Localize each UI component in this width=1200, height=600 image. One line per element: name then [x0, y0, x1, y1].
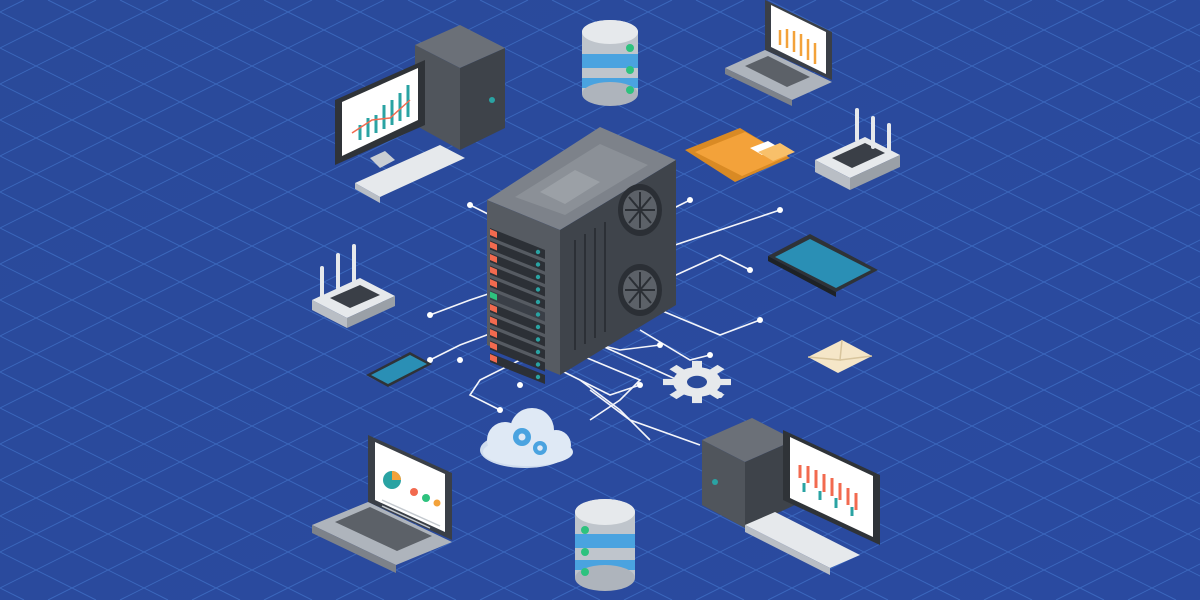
wifi-router-icon [312, 244, 395, 328]
database-icon [582, 20, 638, 106]
laptop-icon [312, 435, 452, 573]
desktop-computer-icon [702, 418, 880, 575]
fan-lower [618, 264, 662, 316]
connector-nodes [427, 197, 783, 413]
database-icon [575, 499, 635, 591]
wifi-router-icon [815, 108, 900, 190]
bar-chart-icon [358, 85, 410, 140]
fan-upper [618, 184, 662, 236]
envelope-icon [807, 339, 873, 373]
server-rack-icon [487, 127, 676, 384]
smartphone-icon [366, 352, 432, 387]
desktop-computer-icon [335, 25, 505, 203]
gear-icon [663, 360, 731, 404]
cloud-gears-icon [480, 408, 573, 468]
folder-icon [685, 128, 795, 182]
drive-bays [490, 228, 545, 384]
laptop-icon [725, 0, 832, 106]
tablet-icon [768, 234, 878, 297]
